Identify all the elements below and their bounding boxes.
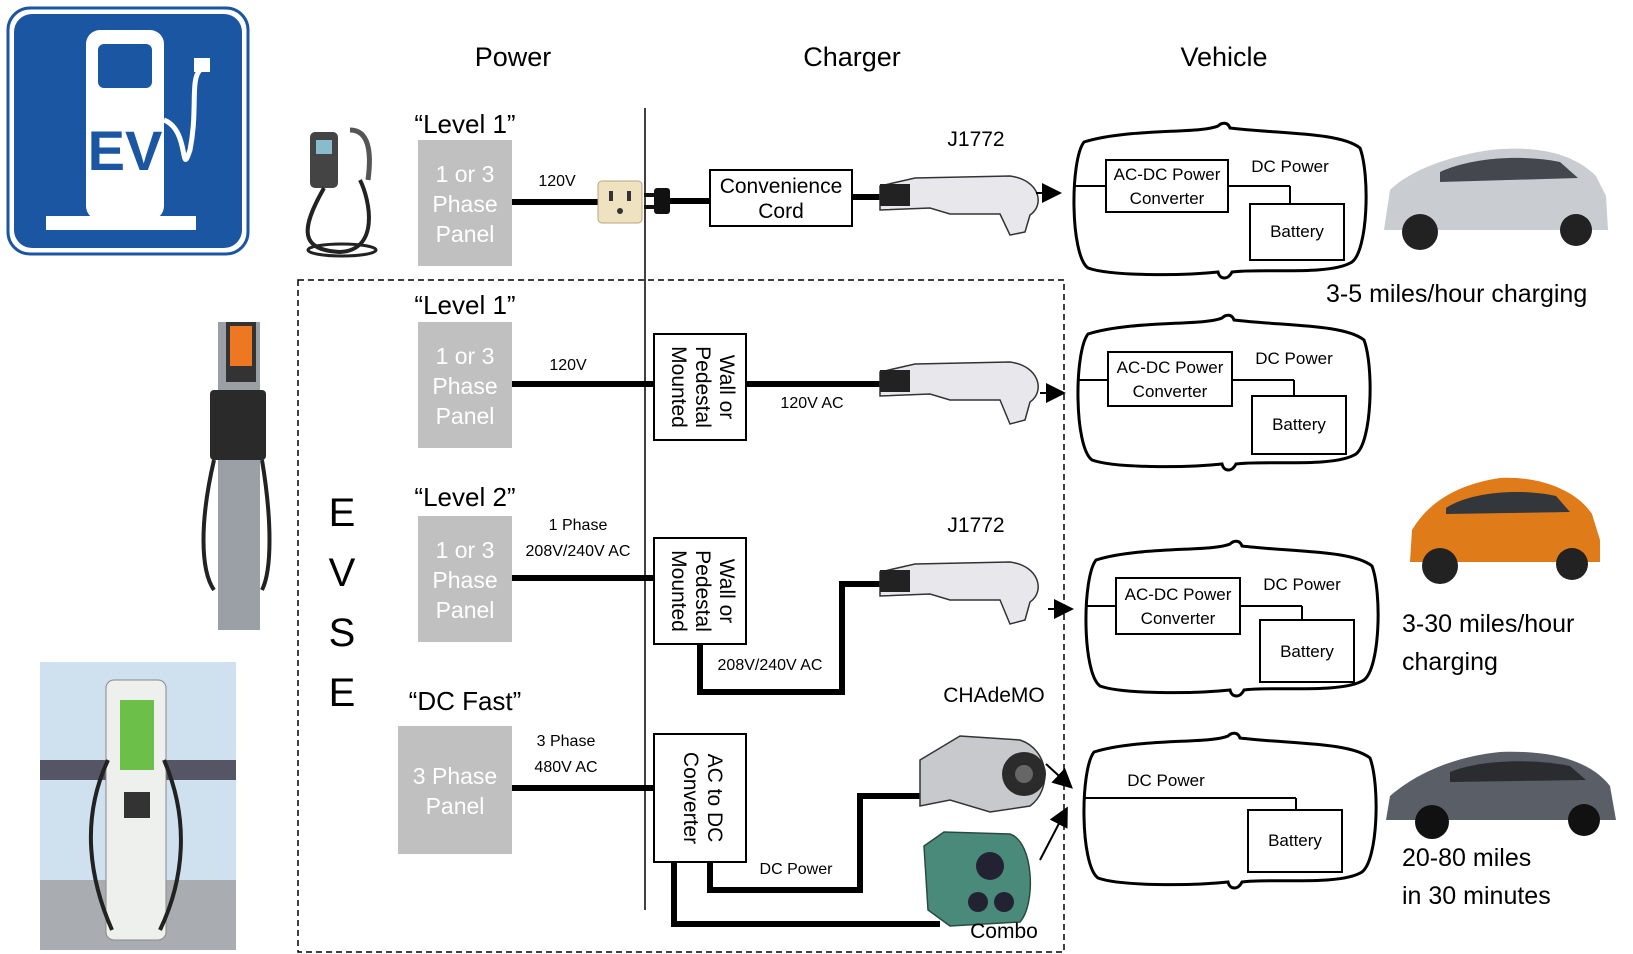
- row2-converter-line1: AC-DC Power: [1117, 358, 1224, 377]
- row4-level-label: “DC Fast”: [409, 686, 522, 716]
- row1-connector-label: J1772: [947, 128, 1004, 151]
- row-dc-fast: “DC Fast” 3 Phase Panel 3 Phase 480V AC …: [398, 684, 1616, 943]
- row3-converter-line1: AC-DC Power: [1125, 585, 1232, 604]
- row3-battery-label: Battery: [1280, 642, 1334, 661]
- row3-out-label: 208V/240V AC: [718, 657, 823, 674]
- row2-panel-line3: Panel: [436, 403, 495, 429]
- row1-level-label: “Level 1”: [414, 109, 515, 139]
- row4-charger-line2: Converter: [679, 752, 702, 844]
- row4-voltage-line2: 480V AC: [534, 759, 597, 776]
- row3-level-label: “Level 2”: [414, 482, 515, 512]
- row2-out-label: 120V AC: [780, 395, 843, 412]
- evse-letter-v: V: [329, 551, 356, 595]
- header-vehicle: Vehicle: [1180, 42, 1267, 72]
- row1-panel-line3: Panel: [436, 221, 495, 247]
- combo-plug-icon: [924, 832, 1030, 926]
- row2-converter-line2: Converter: [1133, 382, 1208, 401]
- row2-battery-label: Battery: [1272, 415, 1326, 434]
- row4-out-label: DC Power: [760, 861, 834, 878]
- row3-panel-line2: Phase: [432, 567, 497, 593]
- row1-rate-note: 3-5 miles/hour charging: [1326, 280, 1587, 308]
- row4-panel-line2: Panel: [426, 793, 485, 819]
- logo-letters: EV: [88, 119, 163, 182]
- row4-rate-note-line2: in 30 minutes: [1402, 882, 1551, 910]
- row4-connector2-label: Combo: [970, 920, 1038, 943]
- row3-panel-line1: 1 or 3: [436, 537, 495, 563]
- j1772-plug-icon: [880, 562, 1038, 624]
- row1-converter-line2: Converter: [1130, 189, 1205, 208]
- row3-rate-note-line1: 3-30 miles/hour: [1402, 610, 1574, 638]
- plug-icon: [644, 188, 710, 214]
- j1772-plug-icon: [880, 176, 1038, 235]
- row3-voltage-line2: 208V/240V AC: [526, 543, 631, 560]
- row3-charger-line1: Wall or: [715, 559, 738, 624]
- row3-dc-label: DC Power: [1263, 575, 1341, 594]
- row3-rate-note-line2: charging: [1402, 648, 1498, 676]
- ev-station-logo: EV: [8, 8, 248, 254]
- pedestal-charger-image: [204, 322, 270, 630]
- j1772-plug-icon: [880, 362, 1038, 424]
- row-level1-evse: “Level 1” 1 or 3 Phase Panel 120V Wall o…: [414, 290, 1370, 470]
- row4-connector-label: CHAdeMO: [943, 684, 1045, 707]
- row1-converter-line1: AC-DC Power: [1114, 165, 1221, 184]
- row4-voltage-line1: 3 Phase: [537, 733, 596, 750]
- row2-panel-line2: Phase: [432, 373, 497, 399]
- evse-letter-e1: E: [329, 491, 356, 535]
- header-power: Power: [475, 42, 552, 72]
- row4-rate-note-line1: 20-80 miles: [1402, 844, 1531, 872]
- row2-panel-line1: 1 or 3: [436, 343, 495, 369]
- row1-charger-line1: Convenience: [720, 175, 843, 198]
- row-level1-cord: “Level 1” 1 or 3 Phase Panel 120V Conven…: [414, 109, 1608, 308]
- chademo-plug-icon: [920, 736, 1046, 812]
- car-silver-image: [1384, 149, 1608, 250]
- portable-charger-image: [308, 130, 376, 256]
- row4-panel-line1: 3 Phase: [413, 763, 497, 789]
- row2-level-label: “Level 1”: [414, 290, 515, 320]
- row2-charger-line3: Mounted: [667, 346, 690, 428]
- row4-dc-label: DC Power: [1127, 771, 1205, 790]
- wall-outlet-icon: [598, 181, 642, 223]
- row3-connector-label: J1772: [947, 514, 1004, 537]
- row3-converter-line2: Converter: [1141, 609, 1216, 628]
- row3-charger-line2: Pedestal: [691, 550, 714, 632]
- row1-dc-label: DC Power: [1251, 157, 1329, 176]
- row3-charger-line3: Mounted: [667, 550, 690, 632]
- row4-panel: [398, 726, 512, 854]
- row1-charger-line2: Cord: [758, 200, 804, 223]
- evse-letter-s: S: [329, 611, 356, 655]
- row4-charger-line1: AC to DC: [703, 754, 726, 843]
- row1-panel-line1: 1 or 3: [436, 161, 495, 187]
- row2-voltage: 120V: [549, 357, 587, 374]
- row3-panel-line3: Panel: [436, 597, 495, 623]
- row-level2-evse: “Level 2” 1 or 3 Phase Panel 1 Phase 208…: [414, 478, 1600, 696]
- row3-voltage-line1: 1 Phase: [549, 517, 608, 534]
- row2-dc-label: DC Power: [1255, 349, 1333, 368]
- row2-charger-line1: Wall or: [715, 355, 738, 420]
- row1-voltage: 120V: [538, 173, 576, 190]
- evse-letter-e2: E: [329, 671, 356, 715]
- dc-fast-charger-photo: [40, 662, 236, 950]
- car-orange-image: [1410, 478, 1600, 584]
- header-charger: Charger: [803, 42, 901, 72]
- row4-battery-label: Battery: [1268, 831, 1322, 850]
- row1-panel-line2: Phase: [432, 191, 497, 217]
- car-gray-image: [1386, 752, 1616, 839]
- row2-charger-line2: Pedestal: [691, 346, 714, 428]
- row1-battery-label: Battery: [1270, 222, 1324, 241]
